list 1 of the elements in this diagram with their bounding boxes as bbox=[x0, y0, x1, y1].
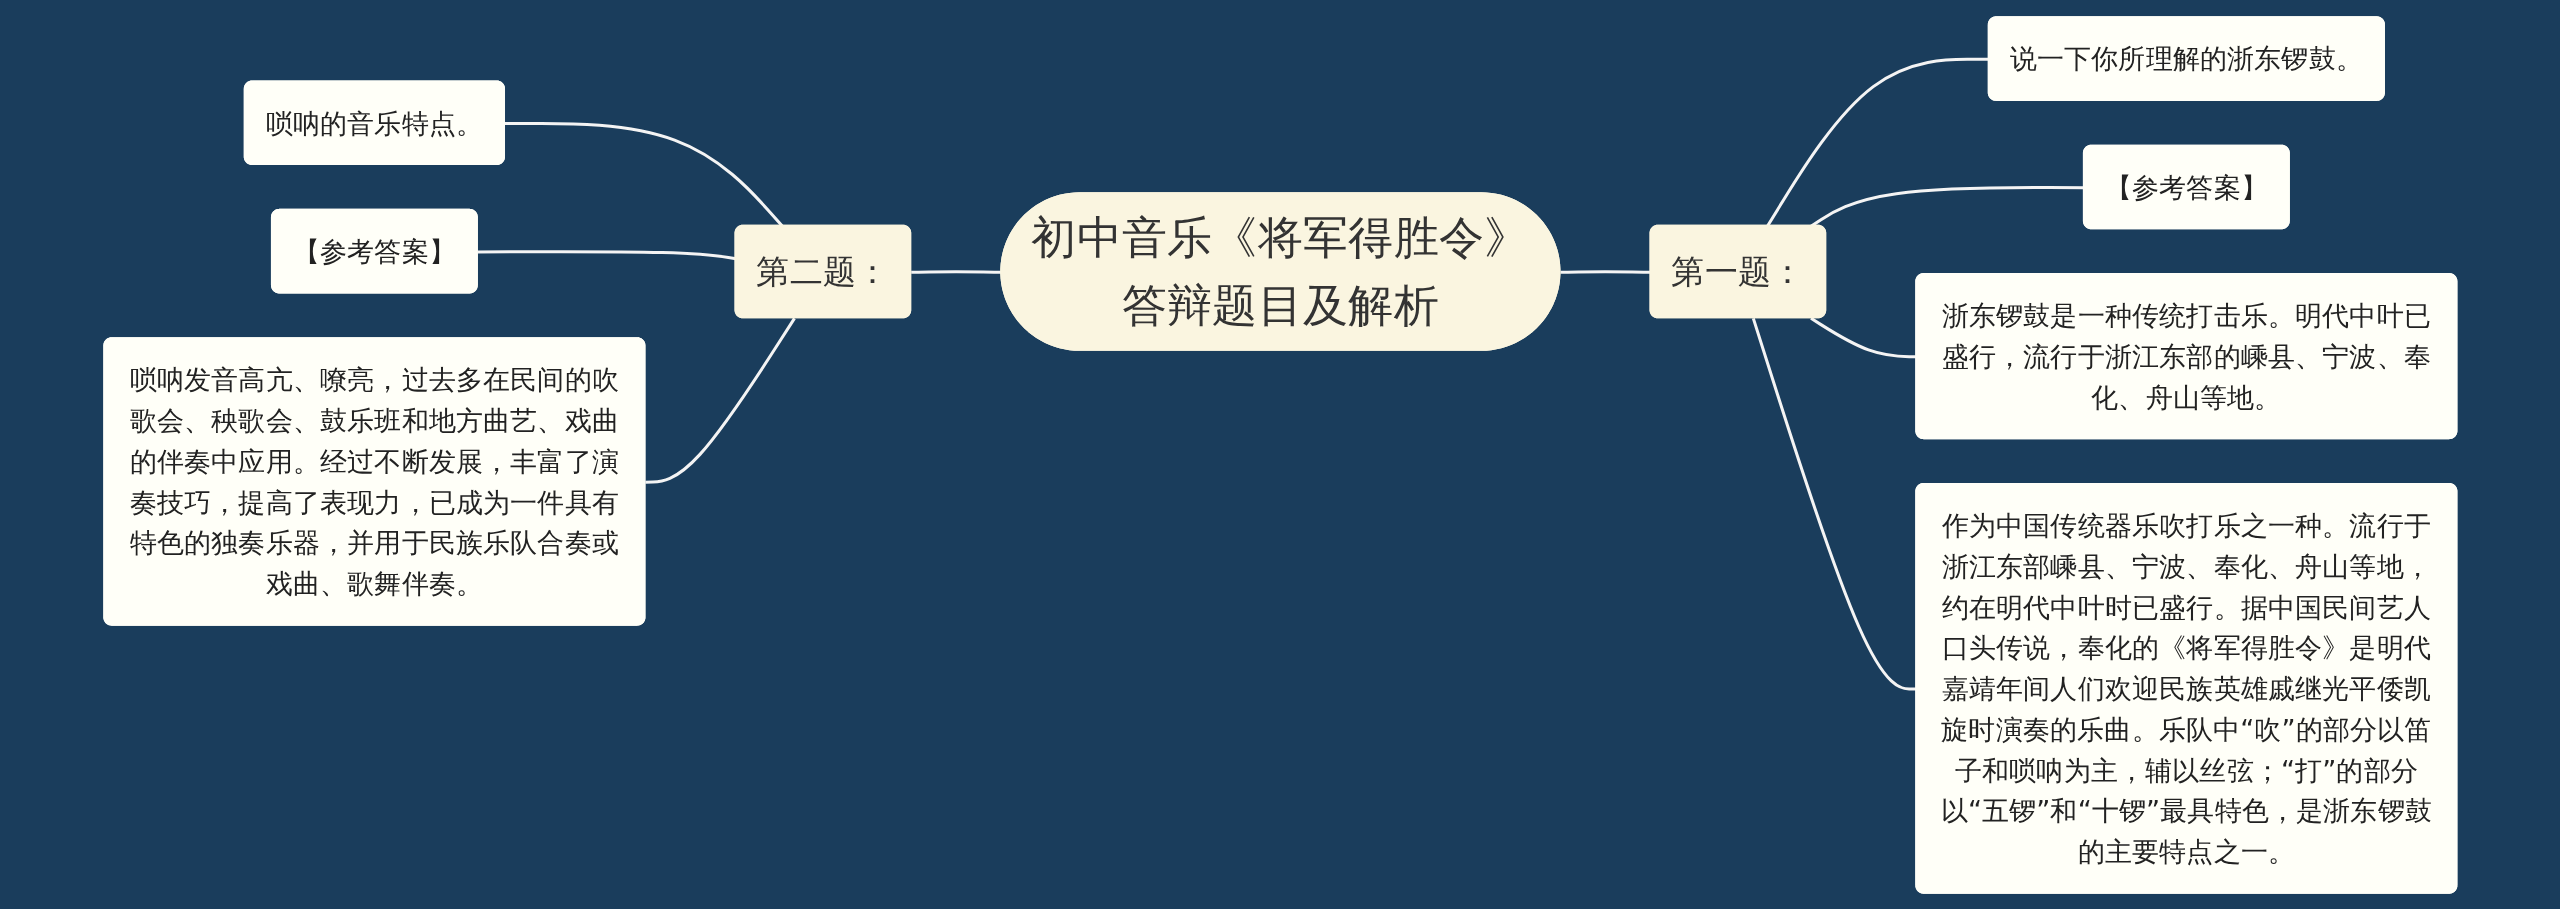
connector bbox=[645, 317, 796, 484]
